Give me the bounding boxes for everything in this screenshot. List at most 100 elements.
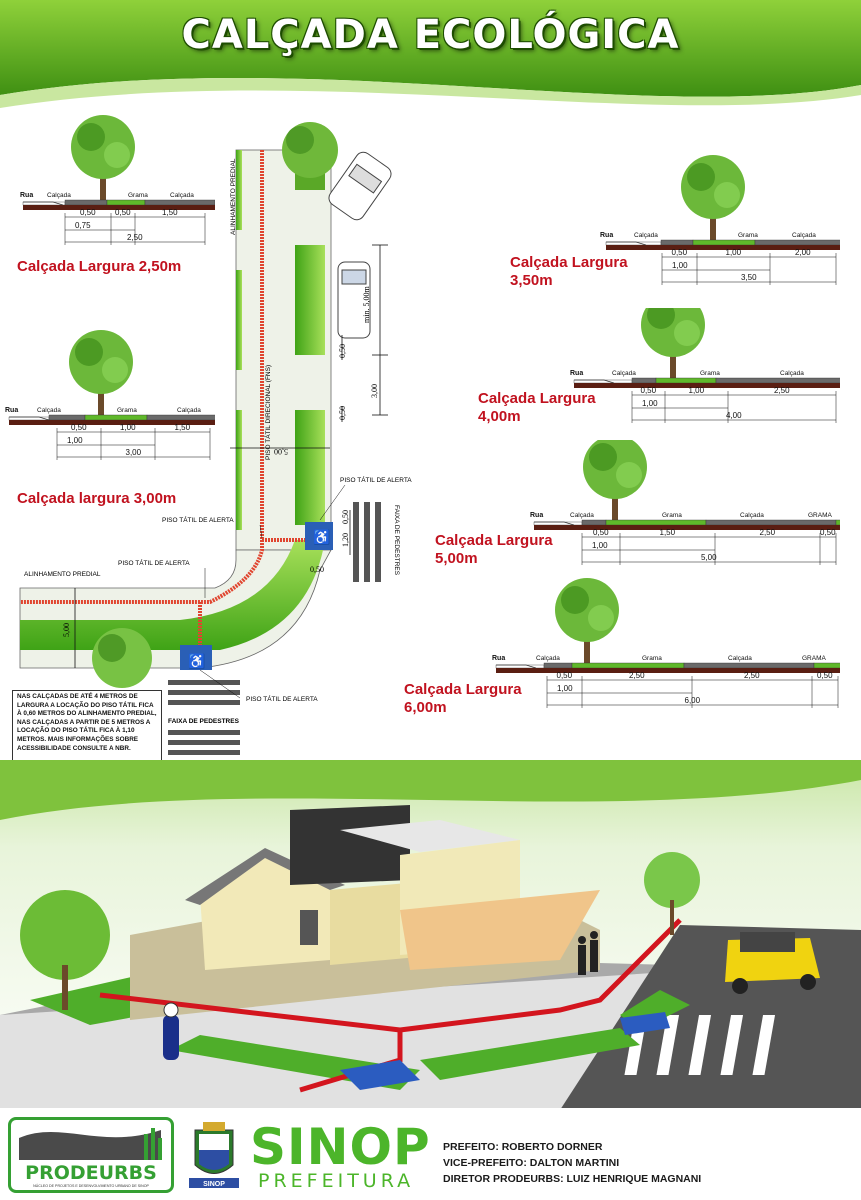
credit-vice-prefeito: VICE-PREFEITO: DALTON MARTINI [443, 1157, 620, 1169]
label-piso-direcional: PISO TÁTIL DIRECIONAL (FNS) [263, 365, 272, 460]
label-piso-alerta-2: PISO TÁTIL DE ALERTA [162, 515, 234, 524]
section-2-50-title: Calçada Largura 2,50m [17, 258, 182, 275]
header-banner [0, 0, 861, 108]
section-label: Rua [530, 512, 543, 519]
dimension-value: 0,50 [115, 208, 131, 217]
seal-text: SINOP [203, 1181, 225, 1188]
dimension-value: 0,50 [672, 248, 688, 257]
section-4-00-title-line2: 4,00m [478, 408, 521, 425]
dim-050d: 0,50 [310, 565, 324, 574]
dimension-value: 0,50 [641, 386, 657, 395]
tree-left-icon [20, 890, 110, 980]
section-label: Grama [642, 655, 662, 662]
accessibility-note: NAS CALÇADAS DE ATÉ 4 METROS DE LARGURA … [12, 690, 162, 766]
section-label: Calçada [570, 512, 594, 519]
sinop-logo-text: SINOP [250, 1118, 431, 1176]
dimension-value: 2,50 [760, 528, 776, 537]
dimension-value: 0,50 [80, 208, 96, 217]
dimension-total: 4,00 [726, 411, 742, 420]
section-3-00-title: Calçada largura 3,00m [17, 490, 177, 507]
dimension-value: 1,00 [689, 386, 705, 395]
tree-bottom-icon [92, 628, 152, 688]
prodeurbs-logo [8, 1117, 174, 1193]
section-3-50-title-line1: Calçada Largura [510, 254, 628, 271]
section-5-00-title-line2: 5,00m [435, 550, 478, 567]
dimension-value: 1,50 [162, 208, 178, 217]
prefeitura-text: PREFEITURA [258, 1170, 415, 1192]
section-label: Grama [700, 370, 720, 377]
house-3d-render [0, 760, 861, 1110]
prodeurbs-subtitle: NÚCLEO DE PROJETOS E DESENVOLVIMENTO URB… [33, 1184, 149, 1188]
section-label: Grama [738, 232, 758, 239]
dimension-value: 1,00 [642, 399, 658, 408]
dimension-value: 2,50 [774, 386, 790, 395]
section-label: Calçada [792, 232, 816, 239]
dim-050c: 0,50 [341, 510, 350, 524]
section-label: Calçada [47, 192, 71, 199]
section-5-00-title: Calçada Largura 5,00m [435, 532, 553, 568]
dimension-value: 1,50 [660, 528, 676, 537]
section-4-00-diagram: Rua Calçada Grama Calçada 0,50 1,00 2,50 1,00 4,… [570, 308, 840, 423]
page-title: CALÇADA ECOLÓGICA [181, 12, 680, 58]
section-label: GRAMA [802, 655, 827, 662]
dimension-value: 1,50 [175, 423, 191, 432]
prodeurbs-logo-graphic [19, 1128, 162, 1160]
dimension-value: 0,75 [75, 221, 91, 230]
accessibility-icon-2: ♿ [188, 653, 205, 670]
section-label: Grama [128, 192, 148, 199]
section-label: Rua [492, 655, 505, 662]
section-label: Calçada [612, 370, 636, 377]
section-label: Calçada [780, 370, 804, 377]
label-piso-alerta-1: PISO TÁTIL DE ALERTA [340, 475, 412, 484]
dimension-total: 5,00 [701, 553, 717, 562]
tree-trunk [670, 345, 676, 383]
tree-trunk [710, 207, 716, 245]
label-alinhamento-vertical: ALINHAMENTO PREDIAL [230, 158, 237, 235]
tree-trunk [612, 487, 618, 525]
dimension-value: 2,50 [744, 671, 760, 680]
sidewalk-plan-view: ♿ ♿ min. 5,00m 3,00 0,50 0,50 5,00 5,00 … [19, 122, 412, 755]
section-4-00-title: Calçada Largura 4,00m [478, 390, 596, 426]
dimension-value: 0,50 [71, 423, 87, 432]
section-4-00-title-line1: Calçada Largura [478, 390, 596, 407]
car-top [328, 151, 392, 221]
section-3-50-title: Calçada Largura 3,50m [510, 254, 628, 290]
dimension-value: 0,50 [820, 528, 836, 537]
tree-trunk [100, 167, 106, 205]
section-label: Rua [600, 232, 613, 239]
tree-right-icon [644, 852, 700, 908]
dimension-value: 1,00 [120, 423, 136, 432]
dim-500v: 5,00 [62, 623, 71, 637]
dimension-total: 3,50 [741, 273, 757, 282]
section-label: GRAMA [808, 512, 833, 519]
section-3-50-title-line2: 3,50m [510, 272, 553, 289]
dimension-value: 0,50 [593, 528, 609, 537]
yellow-car-icon [725, 932, 820, 994]
section-label: Rua [570, 370, 583, 377]
tree-trunk [98, 382, 104, 420]
section-6-00-title-line2: 6,00m [404, 699, 447, 716]
label-piso-alerta-3: PISO TÁTIL DE ALERTA [118, 558, 190, 567]
dim-500: 5,00 [274, 447, 288, 456]
credit-diretor: DIRETOR PRODEURBS: LUIZ HENRIQUE MAGNANI [443, 1173, 702, 1185]
section-label: Grama [662, 512, 682, 519]
tree-trunk [584, 630, 590, 668]
label-faixa-horizontal: FAIXA DE PEDESTRES [168, 718, 240, 725]
label-alinhamento-horizontal: ALINHAMENTO PREDIAL [24, 571, 101, 578]
dimension-value: 1,00 [726, 248, 742, 257]
section-label: Calçada [170, 192, 194, 199]
dimension-value: 1,00 [67, 436, 83, 445]
label-faixa-vertical: FAIXA DE PEDESTRES [393, 505, 400, 576]
credit-prefeito: PREFEITO: ROBERTO DORNER [443, 1141, 603, 1153]
section-label: Rua [5, 407, 18, 414]
section-label: Calçada [536, 655, 560, 662]
car-parked [337, 261, 371, 339]
section-label: Rua [20, 192, 33, 199]
section-6-00-title-line1: Calçada Largura [404, 681, 522, 698]
motorcycle-icon [163, 1002, 179, 1060]
